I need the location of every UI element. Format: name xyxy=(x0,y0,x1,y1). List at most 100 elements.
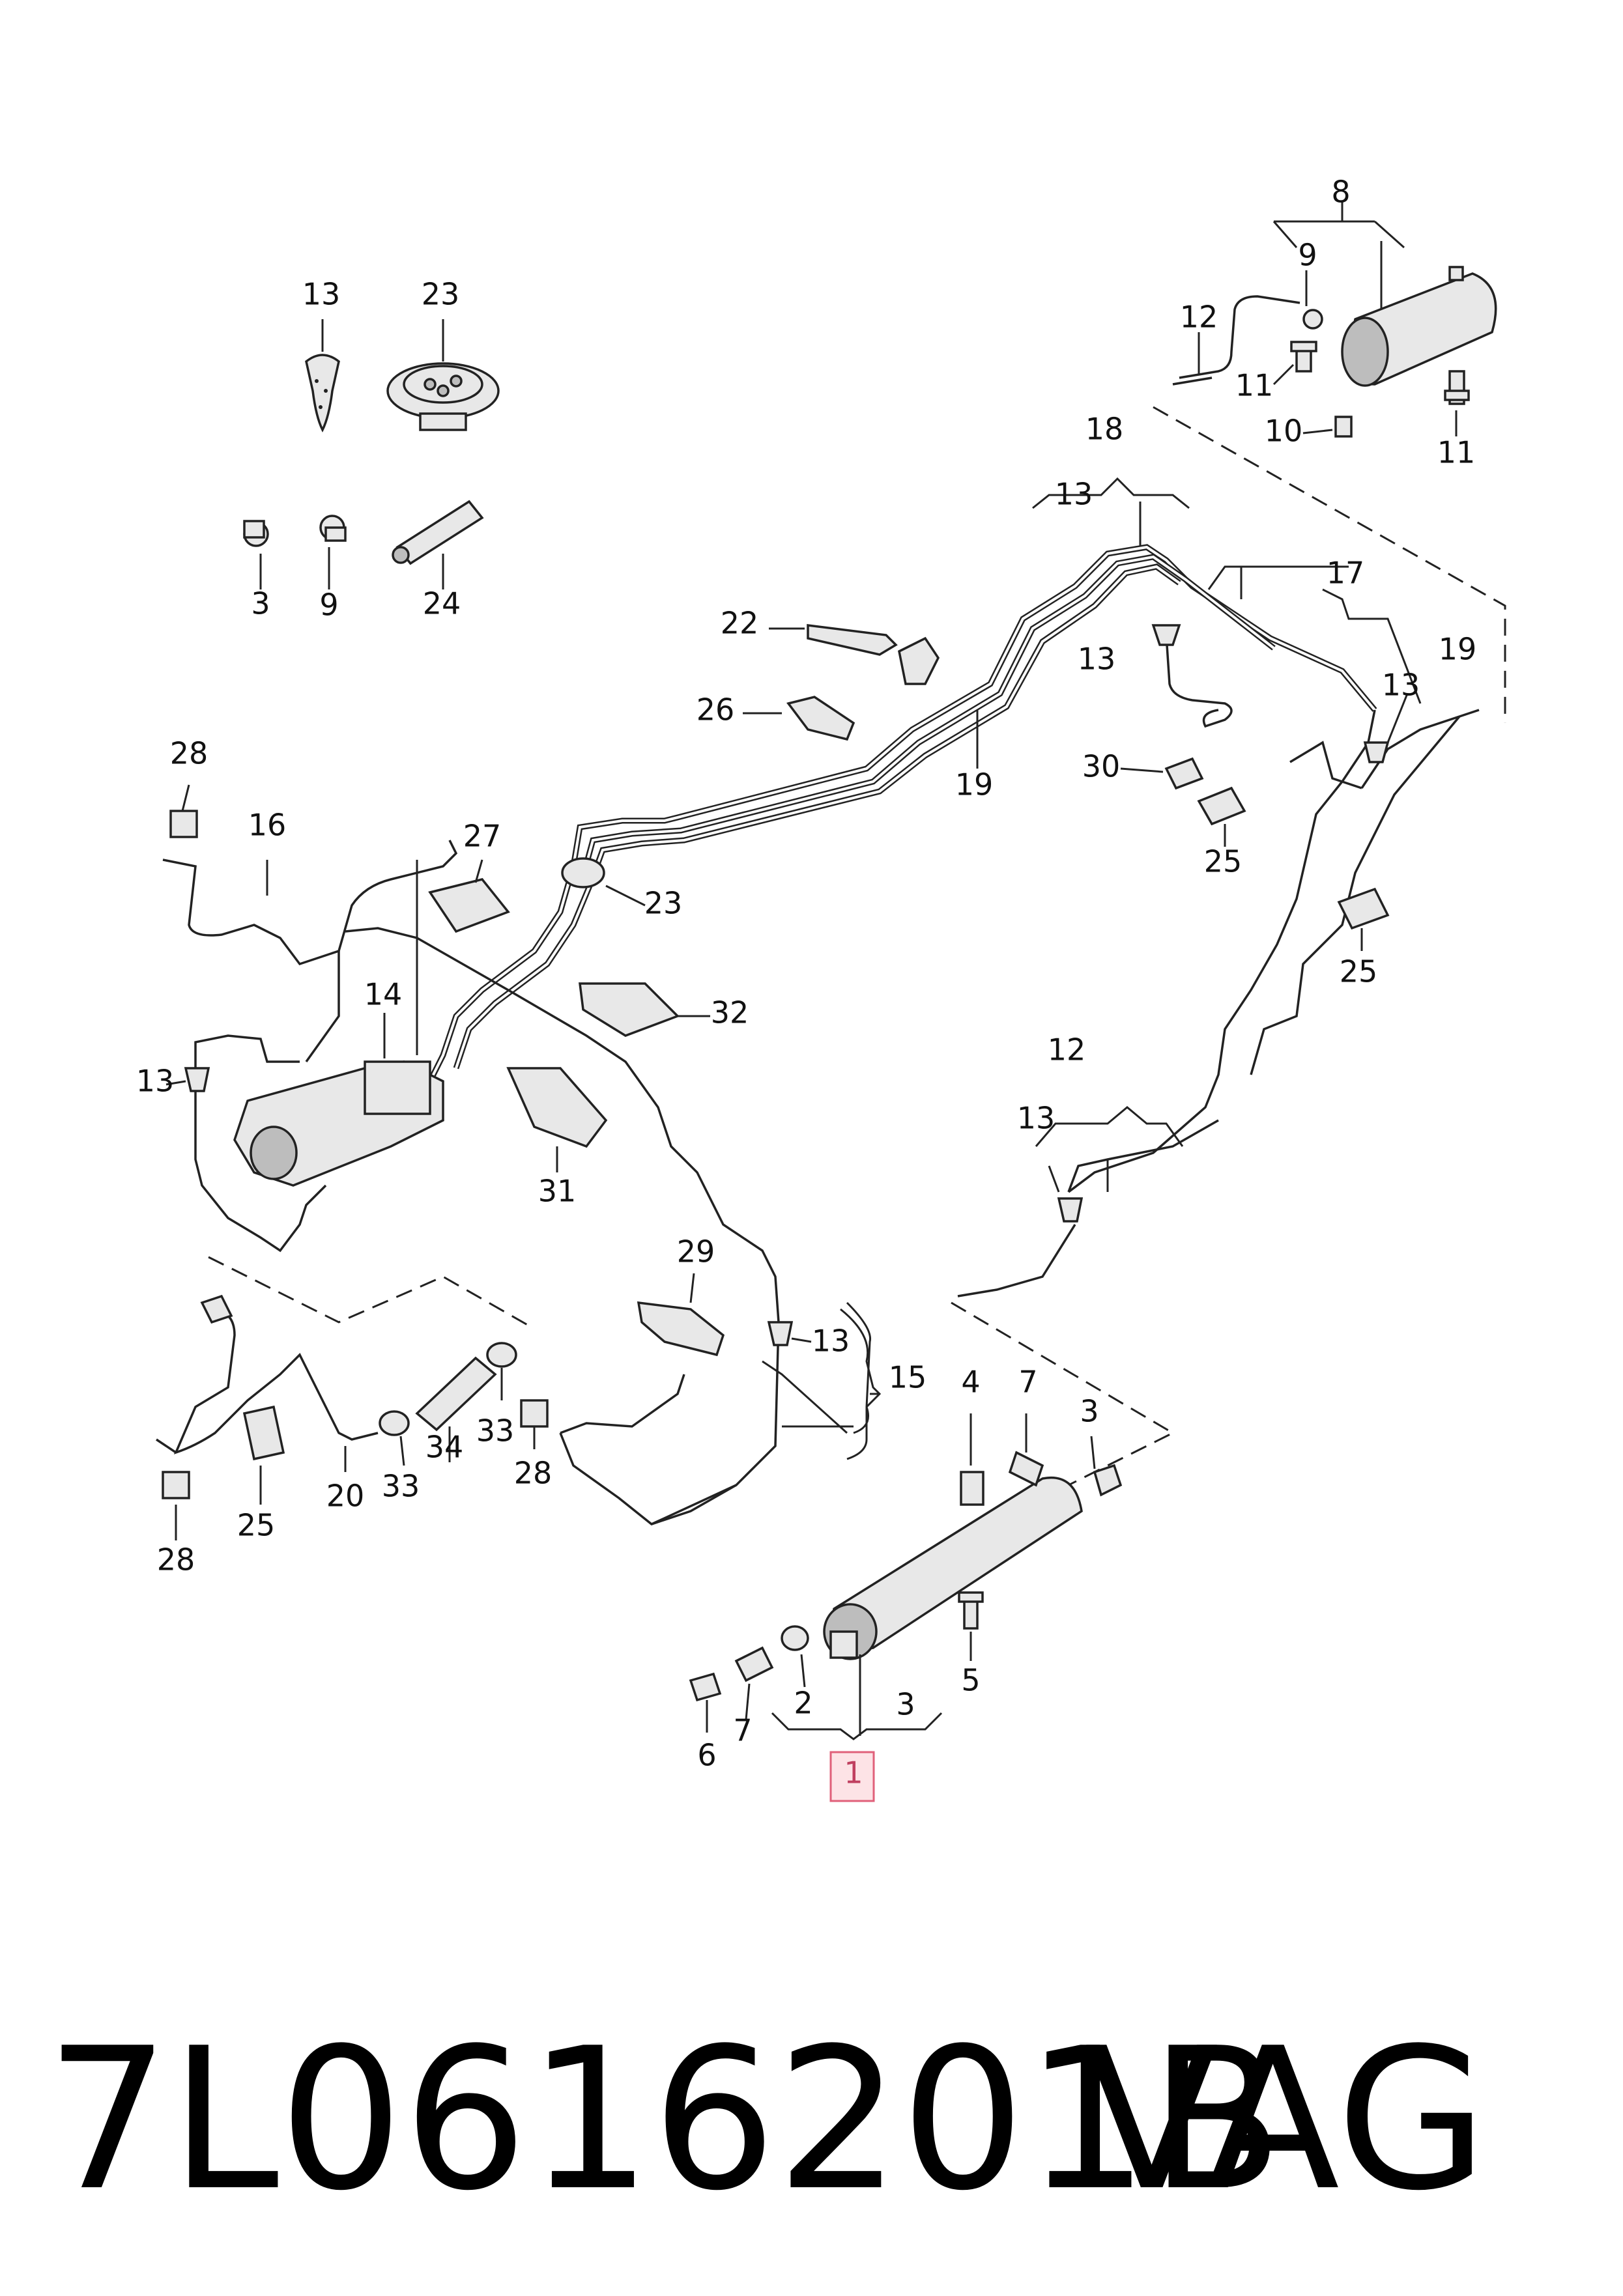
label-32: 32 xyxy=(711,995,749,1030)
label-17: 17 xyxy=(1327,556,1365,591)
part-9-fitting xyxy=(319,515,347,542)
label-7b: 7 xyxy=(733,1713,752,1748)
label-11a: 11 xyxy=(1235,368,1274,403)
label-11b: 11 xyxy=(1437,435,1476,470)
part-23-grommet xyxy=(386,362,500,431)
label-27: 27 xyxy=(463,819,502,854)
part-7b-fitting xyxy=(734,1646,774,1682)
label-19b: 19 xyxy=(955,767,994,802)
part-27-clip xyxy=(428,878,510,933)
label-3c: 3 xyxy=(896,1687,915,1722)
label-33a: 33 xyxy=(382,1469,420,1504)
label-33b: 33 xyxy=(476,1413,515,1449)
part-11b-bolt xyxy=(1444,370,1470,405)
label-34: 34 xyxy=(425,1430,464,1465)
label-13d: 13 xyxy=(1382,668,1420,703)
label-28a: 28 xyxy=(170,736,208,771)
part-25a-clip xyxy=(1197,786,1246,826)
part-24-connector xyxy=(392,500,484,565)
part-31-bracket xyxy=(506,1067,608,1148)
part-33a-clamp xyxy=(379,1410,410,1436)
label-28c: 28 xyxy=(157,1542,195,1578)
label-29: 29 xyxy=(677,1234,715,1269)
part-13c-grommet xyxy=(1151,624,1181,646)
part-10-fitting xyxy=(1334,416,1353,438)
part-7a-fitting xyxy=(1008,1451,1044,1487)
part-11a-bolt xyxy=(1290,341,1317,373)
part-13e-grommet xyxy=(184,1067,210,1092)
part-28a-clip xyxy=(169,810,198,838)
label-30: 30 xyxy=(1082,749,1121,784)
part-28c-clip xyxy=(162,1471,190,1499)
label-28b: 28 xyxy=(514,1456,553,1491)
label-12a: 12 xyxy=(1180,300,1218,335)
label-4: 4 xyxy=(961,1365,980,1400)
label-13f: 13 xyxy=(1017,1101,1056,1136)
part-13f-grommet xyxy=(1057,1197,1084,1223)
part-22-bracket xyxy=(807,624,940,685)
part-33b-clamp xyxy=(486,1342,517,1368)
part-13g-grommet xyxy=(767,1321,794,1346)
part-32-clip xyxy=(579,982,680,1037)
label-13e: 13 xyxy=(136,1064,175,1099)
brand-name: VAG xyxy=(1085,2006,1488,2233)
label-20: 20 xyxy=(326,1479,365,1514)
part-28b-clip xyxy=(520,1399,549,1428)
part-3b-fitting xyxy=(1093,1464,1123,1497)
label-18: 18 xyxy=(1085,412,1124,447)
label-24: 24 xyxy=(423,586,461,621)
pipe-bundle-main xyxy=(427,544,1377,1083)
label-9a: 9 xyxy=(319,588,338,623)
part-26-clip xyxy=(786,696,855,741)
label-15: 15 xyxy=(889,1360,927,1395)
part-13-grommet xyxy=(305,354,340,432)
part-23b-grommet xyxy=(561,857,605,888)
label-31: 31 xyxy=(538,1174,577,1209)
label-8: 8 xyxy=(1331,175,1350,210)
label-5: 5 xyxy=(961,1663,980,1698)
label-25c: 25 xyxy=(237,1508,276,1543)
label-7a: 7 xyxy=(1018,1365,1037,1400)
label-23b: 23 xyxy=(644,886,683,921)
part-4-cap xyxy=(960,1471,984,1506)
part-3-fitting xyxy=(243,520,269,547)
part-13d-grommet xyxy=(1363,741,1390,763)
part-6-cap xyxy=(689,1672,722,1702)
label-14: 14 xyxy=(364,977,403,1012)
part-9b-fitting xyxy=(1302,309,1323,330)
label-9b: 9 xyxy=(1298,238,1317,273)
part-8-tank xyxy=(1341,266,1497,387)
callout-labels: 13 23 3 9 24 8 9 12 11 10 11 18 13 17 22… xyxy=(136,175,1477,1791)
label-3b: 3 xyxy=(1080,1394,1099,1429)
label-10: 10 xyxy=(1265,414,1303,449)
label-25b: 25 xyxy=(1340,954,1378,989)
part-1-fuel-filter xyxy=(823,1476,1083,1660)
part-25c-clip xyxy=(242,1405,285,1461)
part-20-pipe xyxy=(200,1294,233,1324)
part-29-clip xyxy=(637,1301,725,1357)
label-6: 6 xyxy=(697,1738,716,1773)
label-13g: 13 xyxy=(812,1324,850,1359)
label-13b: 13 xyxy=(1055,477,1093,512)
label-26: 26 xyxy=(697,692,735,728)
label-1: 1 xyxy=(844,1755,863,1791)
label-3a: 3 xyxy=(251,586,270,621)
label-13c: 13 xyxy=(1078,642,1116,677)
label-12b: 12 xyxy=(1048,1032,1086,1068)
part-34-hose xyxy=(415,1356,497,1432)
label-22: 22 xyxy=(721,606,759,641)
part-30-clip xyxy=(1164,757,1204,790)
label-23a: 23 xyxy=(422,277,460,312)
label-25a: 25 xyxy=(1204,844,1242,879)
part-2-washer xyxy=(781,1625,809,1651)
part-25b-clip xyxy=(1337,887,1390,930)
label-13a: 13 xyxy=(302,277,341,312)
part-1-highlight xyxy=(829,1751,875,1802)
label-19a: 19 xyxy=(1439,632,1477,667)
label-16: 16 xyxy=(248,808,287,843)
part-14-compressor xyxy=(233,1060,444,1187)
part-5-bolt xyxy=(958,1591,984,1630)
label-2: 2 xyxy=(794,1686,812,1721)
part-number: 7L0616201B xyxy=(46,2006,1284,2233)
